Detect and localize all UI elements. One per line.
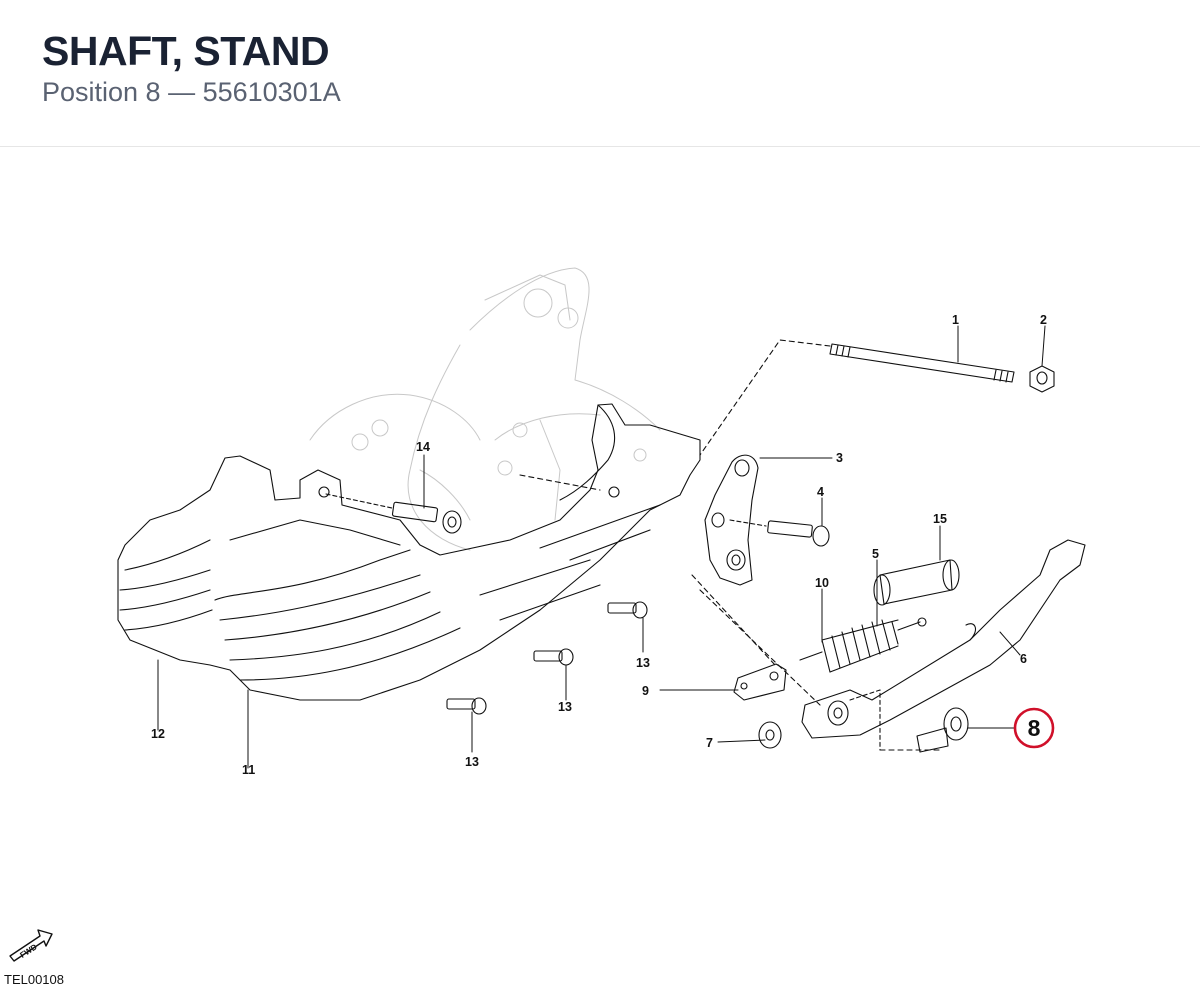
shaft-8 <box>849 689 969 753</box>
assembly-leaders <box>519 474 941 751</box>
callout-2: 2 <box>1040 313 1047 327</box>
callout-13b: 13 <box>558 700 572 714</box>
bolt-13a <box>607 601 648 619</box>
callout-14: 14 <box>416 440 430 454</box>
sleeve-15 <box>873 559 960 606</box>
callout-13c: 13 <box>465 755 479 769</box>
callout-3: 3 <box>836 451 843 465</box>
spring-5 <box>799 617 927 673</box>
bolt-4 <box>729 519 830 547</box>
callout-5: 5 <box>872 547 879 561</box>
spacer-7 <box>758 721 782 749</box>
callout-7: 7 <box>706 736 713 750</box>
callout-15: 15 <box>933 512 947 526</box>
page-subtitle: Position 8 — 55610301A <box>42 77 341 107</box>
stud-1 <box>829 343 1015 383</box>
callout-10: 10 <box>815 576 829 590</box>
highlight-ring <box>1013 707 1055 749</box>
stud-leader <box>699 339 831 456</box>
callout-4: 4 <box>817 485 824 499</box>
bolt-14 <box>325 493 462 534</box>
callout-11: 11 <box>242 763 255 777</box>
nut-2 <box>1029 365 1055 393</box>
plate-9 <box>733 663 787 701</box>
page-title: SHAFT, STAND <box>42 28 330 74</box>
side-stand-6 <box>801 539 1086 739</box>
callout-labels: 1 2 3 4 5 6 7 9 10 11 12 13 13 13 14 15 … <box>151 313 1055 777</box>
callout-6: 6 <box>1020 652 1027 666</box>
page-header: SHAFT, STAND Position 8 — 55610301A <box>0 0 1200 147</box>
sump-guard <box>117 403 701 701</box>
bolt-13b <box>533 648 574 666</box>
fwd-arrow-icon: FWD <box>6 926 54 966</box>
exploded-parts-diagram: 1 2 3 4 5 6 7 9 10 11 12 13 13 13 14 15 … <box>0 147 1200 991</box>
figure-id: TEL00108 <box>4 972 64 987</box>
bracket-3 <box>704 454 759 586</box>
bolt-13c <box>446 697 487 715</box>
callout-1: 1 <box>952 313 959 327</box>
callout-9: 9 <box>642 684 649 698</box>
engine-outline <box>309 267 661 551</box>
leader-lines <box>157 325 1046 769</box>
callout-12: 12 <box>151 727 165 741</box>
callout-13a: 13 <box>636 656 650 670</box>
callout-8: 8 <box>1028 715 1041 741</box>
